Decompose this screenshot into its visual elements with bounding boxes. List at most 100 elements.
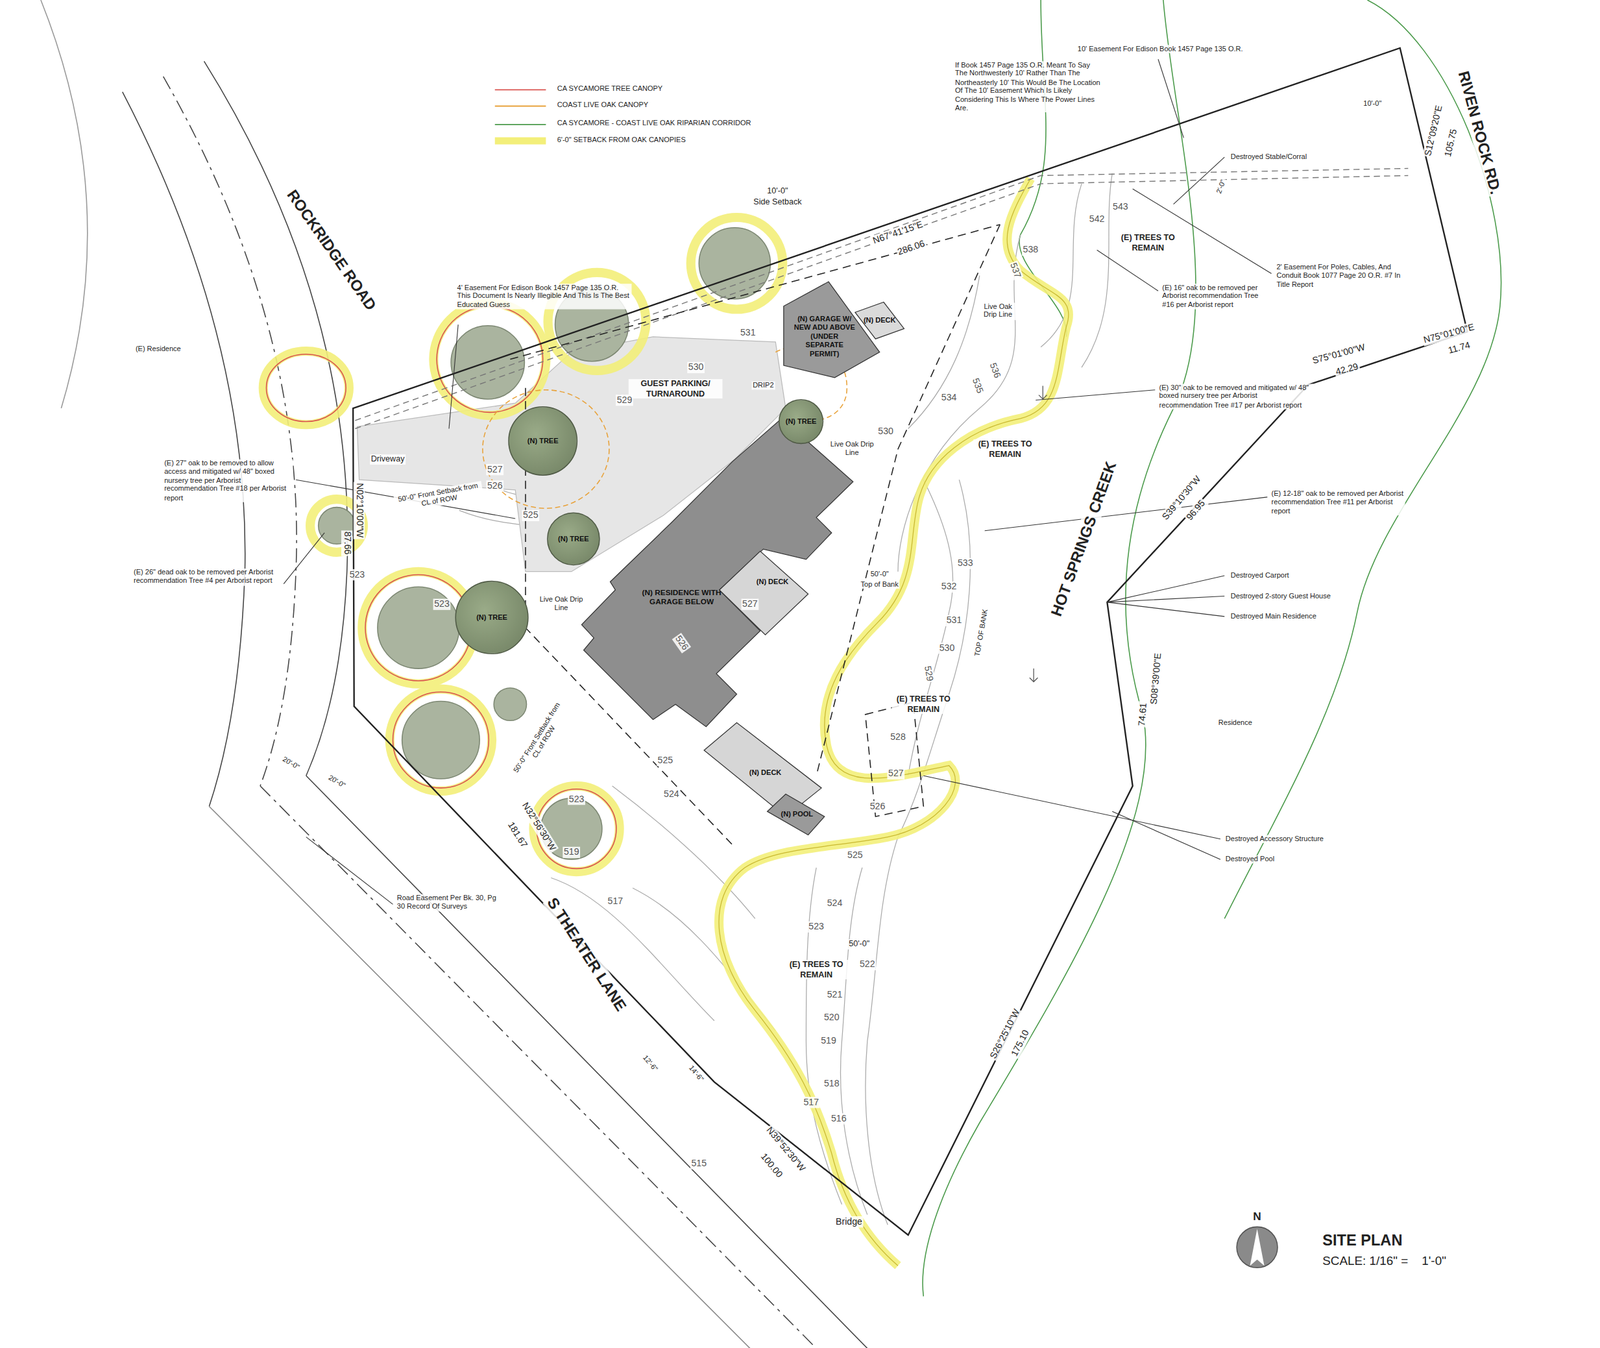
note-text: 4' Easement For Edison Book 1457 Page 13… bbox=[456, 283, 632, 310]
contour-label: 529 bbox=[615, 394, 634, 406]
plan-label: RIVEN ROCK RD. bbox=[1454, 68, 1506, 198]
footprint-label: (N) GARAGE W/ NEW ADU ABOVE (UNDER SEPAR… bbox=[794, 315, 856, 359]
footprint-label: (N) RESIDENCE WITH GARAGE BELOW bbox=[639, 587, 724, 607]
contour-label: 519 bbox=[562, 846, 581, 858]
building-footprint: (N) DECK bbox=[714, 545, 814, 640]
contour-label: 527 bbox=[741, 598, 760, 610]
contour-label: 523 bbox=[567, 793, 586, 805]
contour-label: 523 bbox=[348, 569, 366, 581]
plan-label: 10'-0" bbox=[1362, 99, 1383, 109]
tree-label: (N) TREE bbox=[557, 534, 590, 544]
note-text: (E) TREES TO REMAIN bbox=[892, 694, 956, 714]
contour-label: 538 bbox=[1021, 244, 1040, 256]
contour-label: 524 bbox=[662, 788, 680, 800]
note-text: Live Oak Drip Line bbox=[827, 440, 876, 458]
plan-label: Residence bbox=[1217, 718, 1253, 727]
plan-label: 181.67 bbox=[504, 818, 531, 850]
contour-label: 530 bbox=[687, 362, 705, 374]
legend-text: CA SYCAMORE TREE CANOPY bbox=[556, 84, 664, 94]
footprint-outline bbox=[576, 413, 858, 732]
tree-label: (N) TREE bbox=[785, 417, 817, 426]
building-footprint: (N) DECK bbox=[698, 717, 827, 822]
plan-label: Side Setback bbox=[752, 197, 803, 207]
note-text: 2' Easement For Poles, Cables, And Condu… bbox=[1275, 263, 1411, 290]
contour-label: 533 bbox=[956, 557, 974, 570]
contour-label: 530 bbox=[938, 642, 956, 654]
contour-label: 519 bbox=[820, 1035, 838, 1047]
footprint-shape bbox=[767, 794, 825, 836]
plan-label: 12'-6" bbox=[640, 1053, 660, 1074]
contour-label: 528 bbox=[889, 731, 908, 743]
contour-label: 535 bbox=[969, 375, 986, 396]
legend-line bbox=[495, 137, 547, 145]
contour-label: 542 bbox=[1088, 214, 1106, 226]
contour-label: 517 bbox=[606, 895, 625, 907]
legend-swatch bbox=[491, 118, 549, 131]
plan-label: Destroyed Pool bbox=[1224, 855, 1275, 864]
legend-swatch bbox=[491, 99, 549, 113]
tree-label: (N) TREE bbox=[527, 436, 559, 446]
contour-label: 518 bbox=[822, 1078, 841, 1090]
note-text: (E) 12-18" oak to be removed per Arboris… bbox=[1270, 489, 1406, 516]
plan-label: 286.06 bbox=[895, 238, 928, 259]
plan-label: 50'-0" bbox=[869, 570, 890, 579]
footprint-label: (N) POOL bbox=[779, 809, 815, 819]
building-footprint: (N) RESIDENCE WITH GARAGE BELOW bbox=[576, 413, 858, 732]
contour-label: 536 bbox=[986, 360, 1004, 381]
note-text: Live Oak Drip Line bbox=[537, 595, 586, 613]
contour-label: 521 bbox=[825, 989, 844, 1001]
plan-label: 42.29 bbox=[1333, 360, 1361, 378]
note-text: If Book 1457 Page 135 O.R. Meant To Say … bbox=[953, 60, 1104, 113]
note-text: Road Easement Per Bk. 30, Pg 30 Record O… bbox=[395, 894, 500, 911]
plan-label: SCALE: 1/16" = 1'-0" bbox=[1321, 1252, 1448, 1268]
plan-label: 10' Easement For Edison Book 1457 Page 1… bbox=[1076, 44, 1244, 54]
footprint-shape bbox=[783, 281, 880, 378]
plan-label: HOT SPRINGS CREEK bbox=[1046, 458, 1121, 620]
contour-label: 515 bbox=[690, 1157, 708, 1169]
contour-label: 527 bbox=[886, 768, 905, 780]
plan-label: S75°01'00"W bbox=[1309, 341, 1368, 367]
plan-label: 10'-0" bbox=[766, 186, 789, 196]
contour-label: 525 bbox=[656, 754, 675, 766]
note-text: (E) TREES TO REMAIN bbox=[973, 439, 1037, 459]
plan-label: Driveway bbox=[369, 454, 406, 464]
plan-label: Destroyed Stable/Corral bbox=[1229, 153, 1309, 162]
note-text: (E) 26" dead oak to be removed per Arbor… bbox=[132, 568, 283, 586]
contour-label: 531 bbox=[945, 615, 963, 627]
plan-label: Top of Bank bbox=[859, 580, 900, 590]
contour-label: 530 bbox=[877, 426, 895, 438]
footprint-shape bbox=[855, 302, 904, 340]
tree-circle: (N) TREE bbox=[454, 580, 529, 655]
note-text: GUEST PARKING/ TURNAROUND bbox=[628, 378, 723, 399]
contour-label: 526 bbox=[868, 800, 887, 812]
contour-label: 534 bbox=[940, 392, 958, 404]
plan-label: 100.00 bbox=[757, 1150, 786, 1181]
contour-label: 529 bbox=[921, 663, 935, 683]
tree-circle: (N) TREE bbox=[546, 511, 601, 566]
legend-text: CA SYCAMORE - COAST LIVE OAK RIPARIAN CO… bbox=[556, 119, 752, 128]
contour-label: 523 bbox=[807, 921, 826, 933]
contour-label: 527 bbox=[485, 463, 504, 475]
plan-label: DRIP2 bbox=[751, 381, 776, 390]
legend-line bbox=[495, 88, 547, 91]
plan-label: N bbox=[1252, 1209, 1263, 1224]
plan-label: Destroyed 2-story Guest House bbox=[1229, 591, 1332, 601]
plan-label: (E) Residence bbox=[134, 344, 182, 353]
plan-label: 50'-0" bbox=[848, 938, 871, 949]
footprint-shape bbox=[703, 722, 822, 817]
plan-label: TOP OF BANK bbox=[973, 607, 991, 658]
legend-line bbox=[495, 105, 547, 108]
contour-label: 531 bbox=[739, 327, 757, 339]
contour-label: 520 bbox=[822, 1011, 841, 1023]
contour-label: 522 bbox=[858, 958, 876, 970]
contour-label: 524 bbox=[825, 897, 844, 909]
note-text: Live Oak Drip Line bbox=[976, 302, 1020, 320]
plan-label: 105.75 bbox=[1442, 127, 1460, 159]
tree-circle: (N) TREE bbox=[508, 406, 578, 476]
plan-label: Destroyed Carport bbox=[1229, 571, 1290, 581]
note-text: (E) 30" oak to be removed and mitigated … bbox=[1158, 383, 1314, 410]
contour-label: 537 bbox=[1006, 260, 1024, 281]
note-text: 50'-0" Front Setback from CL of ROW bbox=[393, 480, 485, 514]
plan-label: S08°39'00"E bbox=[1148, 651, 1164, 706]
